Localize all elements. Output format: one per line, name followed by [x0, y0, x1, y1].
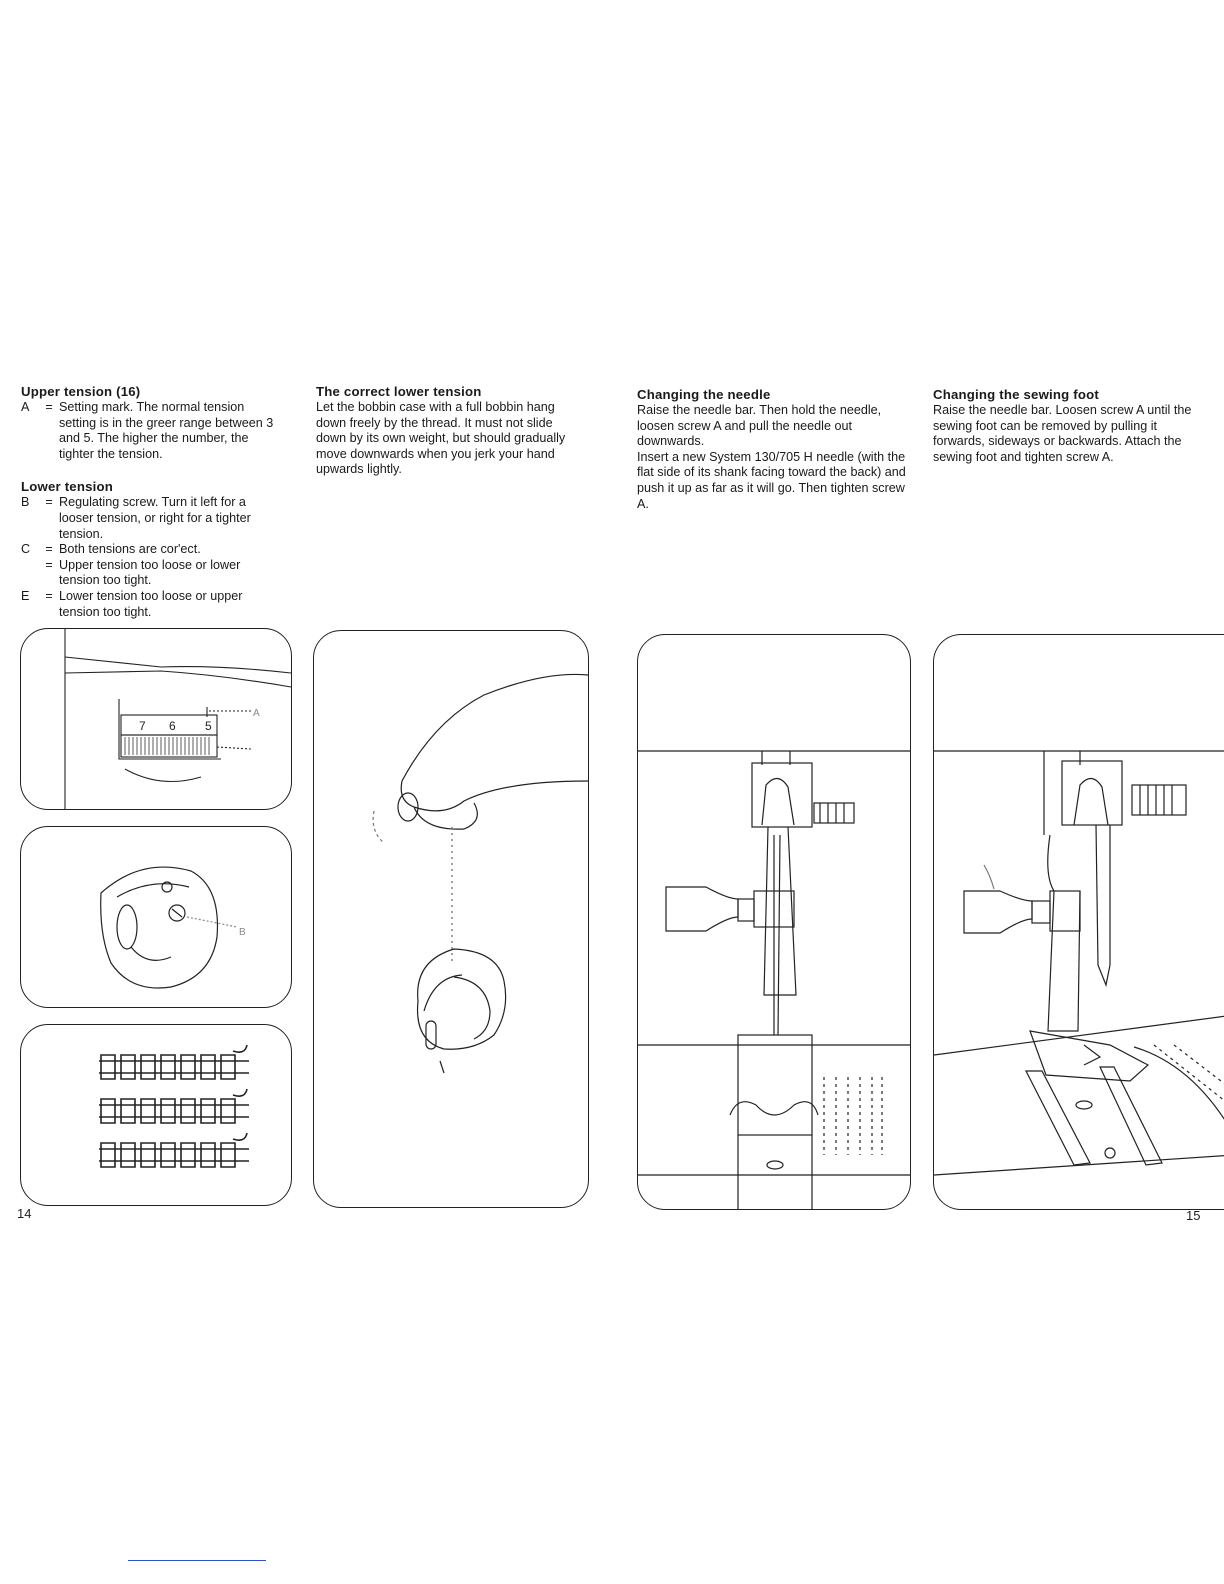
item-key: E [21, 588, 30, 603]
item-key [21, 558, 39, 589]
item-eq: = [45, 557, 53, 572]
setting-mark-label: A [253, 708, 260, 719]
upper-tension-heading: Upper tension (16) [21, 384, 141, 399]
list-item: E = Lower tension too loose or upper ten… [21, 589, 283, 620]
page-number-right: 15 [1186, 1208, 1201, 1223]
correct-lower-tension-section: The correct lower tension Let the bobbin… [316, 384, 580, 478]
changing-needle-text-2: Insert a new System 130/705 H needle (wi… [637, 449, 906, 511]
item-eq: = [45, 400, 53, 414]
bobbin-hanging-figure [313, 630, 589, 1208]
item-eq: = [45, 542, 53, 557]
item-eq: = [45, 495, 53, 510]
item-text: Both tensions are cor'ect. [59, 542, 201, 557]
list-item: B = Regulating screw. Turn it left for a… [21, 495, 283, 542]
item-key: B [21, 495, 30, 510]
upper-tension-section: Upper tension (16) A = Setting mark. The… [21, 384, 283, 620]
footer-rule [128, 1560, 266, 1561]
item-eq: = [45, 588, 53, 603]
item-text: Lower tension too loose or upper tension… [59, 588, 243, 619]
bobbin-case-screw-figure: B [20, 826, 292, 1008]
lower-tension-list: B = Regulating screw. Turn it left for a… [21, 495, 283, 620]
changing-foot-section: Changing the sewing foot Raise the needl… [933, 387, 1201, 465]
item-text: Upper tension too loose or lower tension… [59, 557, 241, 588]
changing-needle-text-1: Raise the needle bar. Then hold the need… [637, 403, 882, 449]
lower-tension-heading: Lower tension [21, 479, 113, 495]
bobbin-case-illustration: B [100, 866, 246, 989]
list-item: A = Setting mark. The normal tension set… [21, 400, 283, 462]
changing-foot-text: Raise the needle bar. Loosen screw A unt… [933, 403, 1192, 464]
tension-dial-illustration: 7 6 5 A [64, 629, 291, 809]
sewing-foot-illustration [934, 750, 1224, 1176]
dial-number: 6 [169, 719, 176, 733]
changing-foot-heading: Changing the sewing foot [933, 387, 1099, 402]
stitch-samples-illustration [99, 1044, 249, 1168]
item-key: A [21, 400, 30, 414]
dial-number: 7 [139, 719, 146, 733]
list-item: C = Both tensions are cor'ect. [21, 542, 283, 558]
list-item: = Upper tension too loose or lower tensi… [21, 558, 283, 589]
page-number-left: 14 [17, 1206, 32, 1221]
upper-tension-dial-figure: 7 6 5 A [20, 628, 292, 810]
needle-change-illustration [638, 750, 910, 1209]
dial-number: 5 [205, 719, 212, 733]
needle-change-figure [637, 634, 911, 1210]
item-text: Regulating screw. Turn it left for a loo… [59, 495, 251, 541]
changing-needle-heading: Changing the needle [637, 387, 771, 402]
correct-lower-tension-text: Let the bobbin case with a full bobbin h… [316, 400, 566, 477]
upper-tension-list: A = Setting mark. The normal tension set… [21, 400, 283, 462]
item-key: C [21, 542, 31, 557]
sewing-foot-change-figure [933, 634, 1224, 1210]
changing-needle-section: Changing the needle Raise the needle bar… [637, 387, 907, 512]
stitch-samples-figure [20, 1024, 292, 1206]
correct-lower-tension-heading: The correct lower tension [316, 384, 482, 399]
bobbin-hanging-illustration [372, 673, 588, 1074]
regulating-screw-label: B [239, 927, 246, 938]
item-text: Setting mark. The normal tension setting… [59, 400, 274, 461]
